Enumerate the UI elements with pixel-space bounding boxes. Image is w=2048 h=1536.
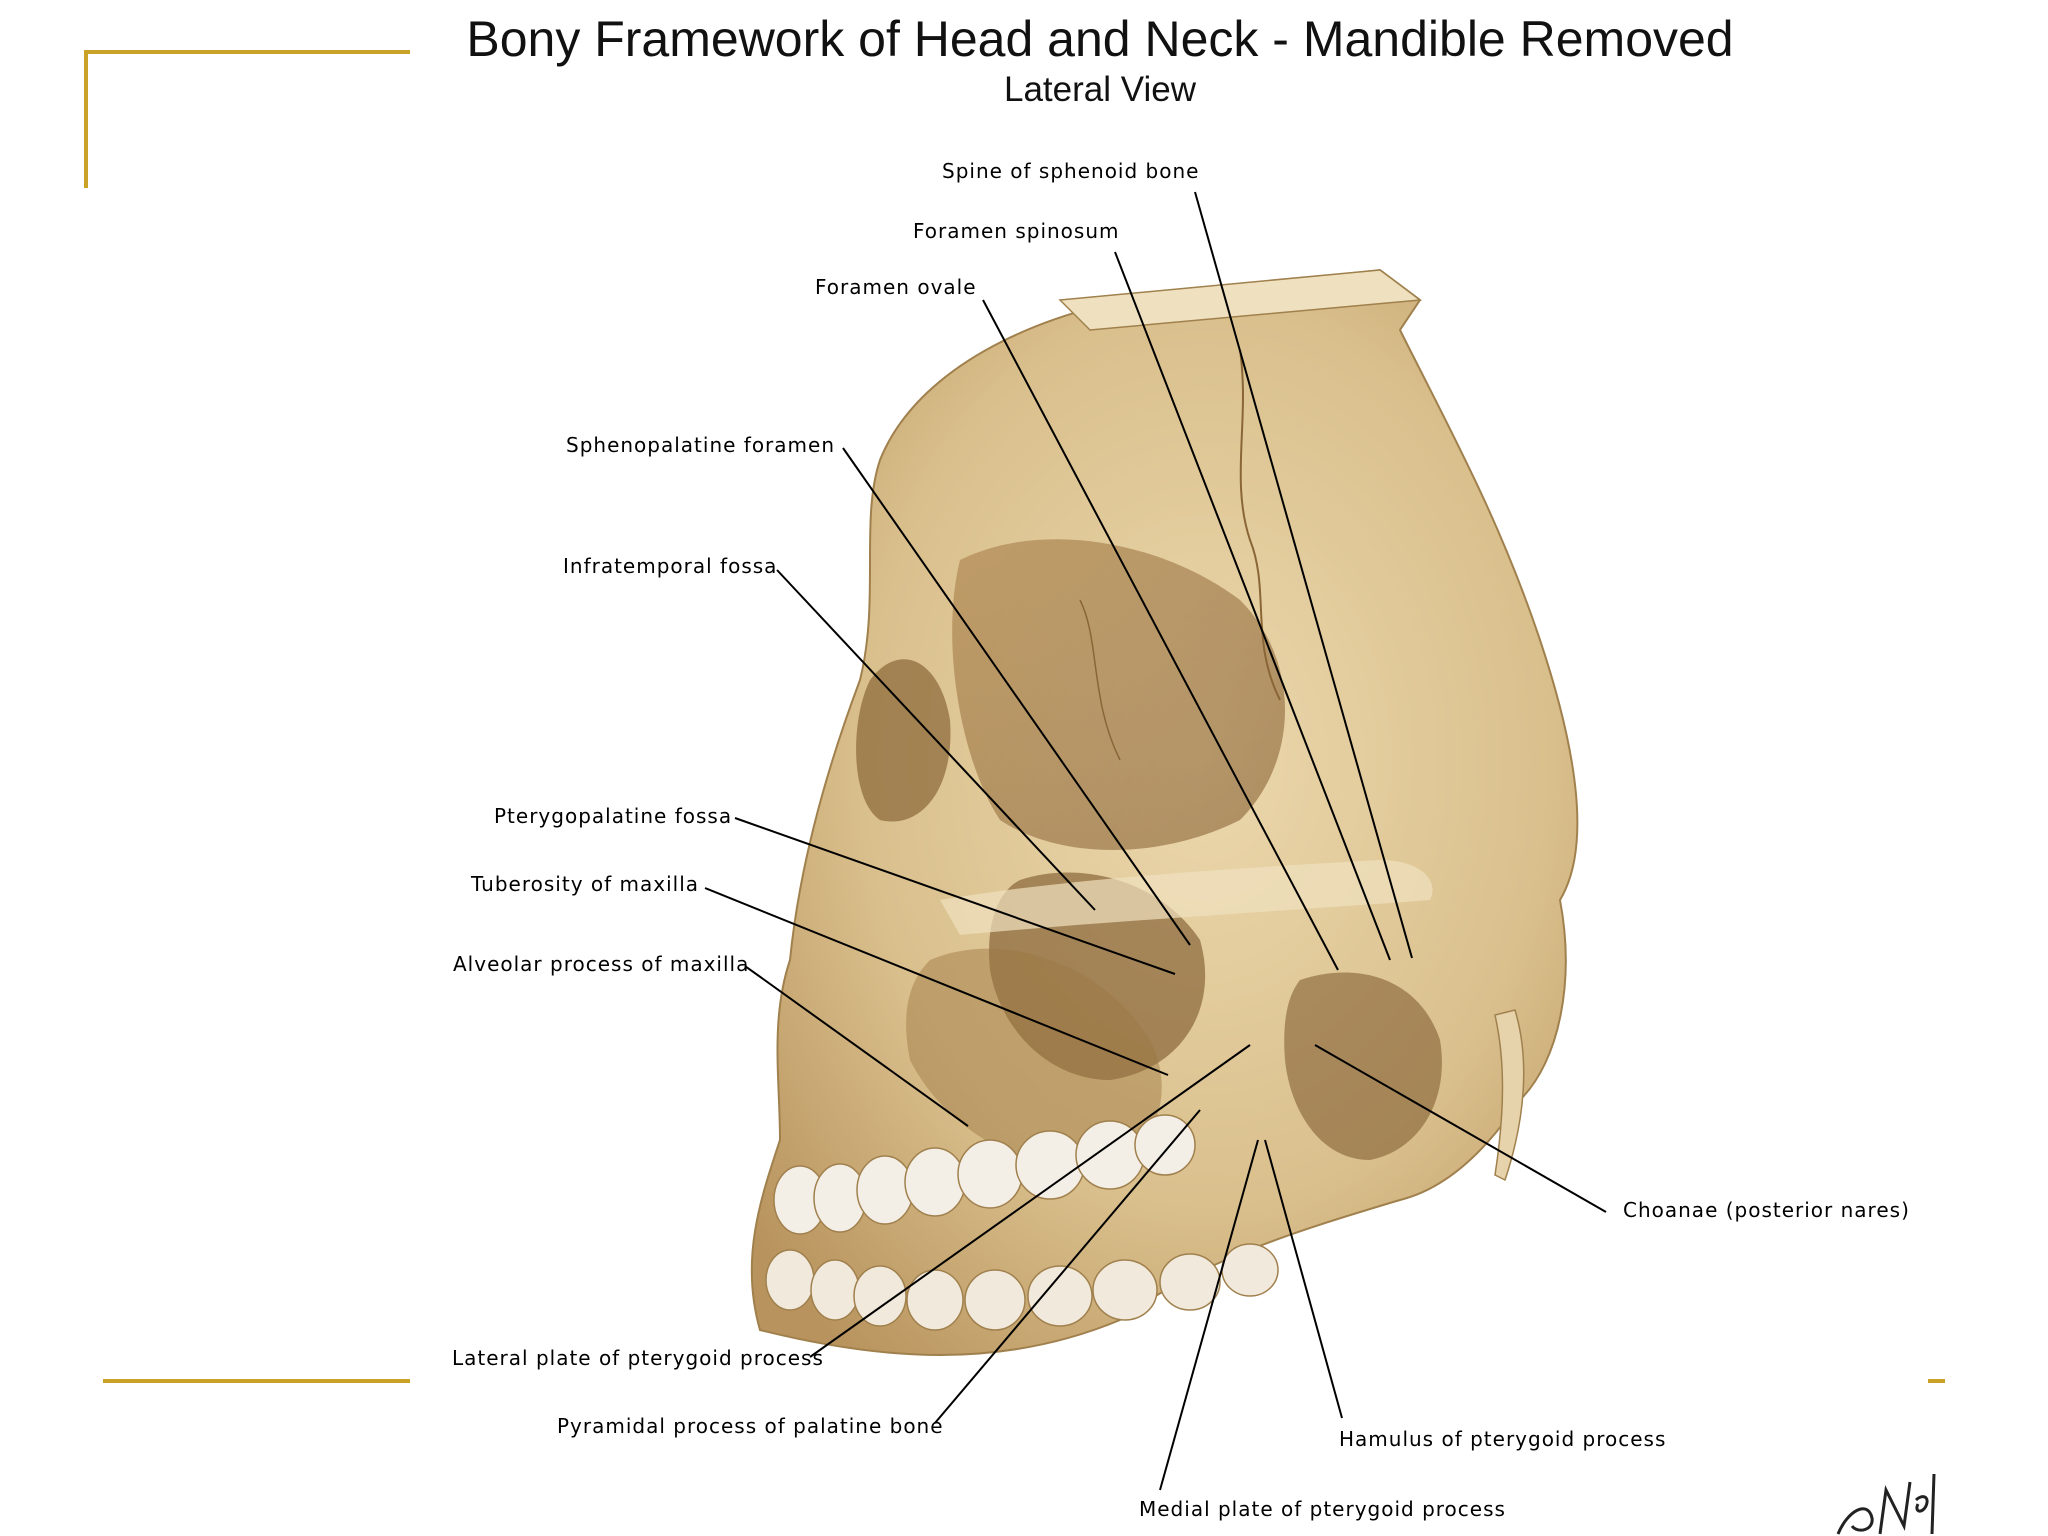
leader-line [734, 817, 1176, 975]
leader-line [1264, 1139, 1343, 1419]
leader-line [1159, 1139, 1259, 1491]
label-tuberosity-of-maxilla: Tuberosity of maxilla [471, 872, 700, 896]
temporal-fossa-shadow [952, 539, 1285, 850]
leader-line [1194, 191, 1413, 959]
leader-line [842, 447, 1191, 946]
zygomatic-arch [940, 860, 1433, 935]
label-sphenopalatine-foramen: Sphenopalatine foramen [566, 433, 836, 457]
upper-teeth [773, 1114, 1196, 1235]
decorative-bottom-right-rule [1928, 1379, 1945, 1383]
suture-line [1239, 349, 1281, 701]
label-foramen-ovale: Foramen ovale [815, 275, 977, 299]
leader-line [809, 1044, 1251, 1358]
label-spine-of-sphenoid-bone: Spine of sphenoid bone [942, 159, 1200, 183]
decorative-top-rule [84, 50, 410, 54]
label-medial-plate-of-pterygoid-process: Medial plate of pterygoid process [1139, 1497, 1506, 1521]
artist-signature-mark [1836, 1473, 1936, 1535]
label-pterygopalatine-fossa: Pterygopalatine fossa [494, 804, 733, 828]
calvaria-cut [1058, 269, 1423, 331]
leader-line [1114, 251, 1391, 961]
leader-line [704, 887, 1169, 1076]
leader-line [744, 965, 969, 1127]
suture-line [1079, 599, 1121, 761]
label-infratemporal-fossa: Infratemporal fossa [563, 554, 778, 578]
leader-line [934, 1109, 1201, 1424]
label-pyramidal-process-of-palatine-bone: Pyramidal process of palatine bone [557, 1414, 944, 1438]
lower-teeth [765, 1243, 1279, 1331]
slide-subtitle: Lateral View [1004, 70, 1196, 109]
leader-line [776, 569, 1096, 911]
decorative-bottom-left-rule [103, 1379, 410, 1383]
slide-title: Bony Framework of Head and Neck - Mandib… [466, 11, 1734, 67]
label-lateral-plate-of-pterygoid-process: Lateral plate of pterygoid process [452, 1346, 824, 1370]
leader-line [1314, 1044, 1607, 1213]
leader-line [982, 299, 1339, 971]
styloid-process [1494, 1009, 1525, 1182]
decorative-left-rule [84, 50, 88, 188]
label-alveolar-process-of-maxilla: Alveolar process of maxilla [453, 952, 750, 976]
pterygoid-region [1284, 972, 1442, 1160]
label-foramen-spinosum: Foramen spinosum [913, 219, 1120, 243]
orbit-shape [856, 659, 951, 822]
label-choanae: Choanae (posterior nares) [1623, 1198, 1910, 1222]
maxilla-shadow [906, 948, 1162, 1170]
label-hamulus-of-pterygoid-process: Hamulus of pterygoid process [1339, 1427, 1667, 1451]
